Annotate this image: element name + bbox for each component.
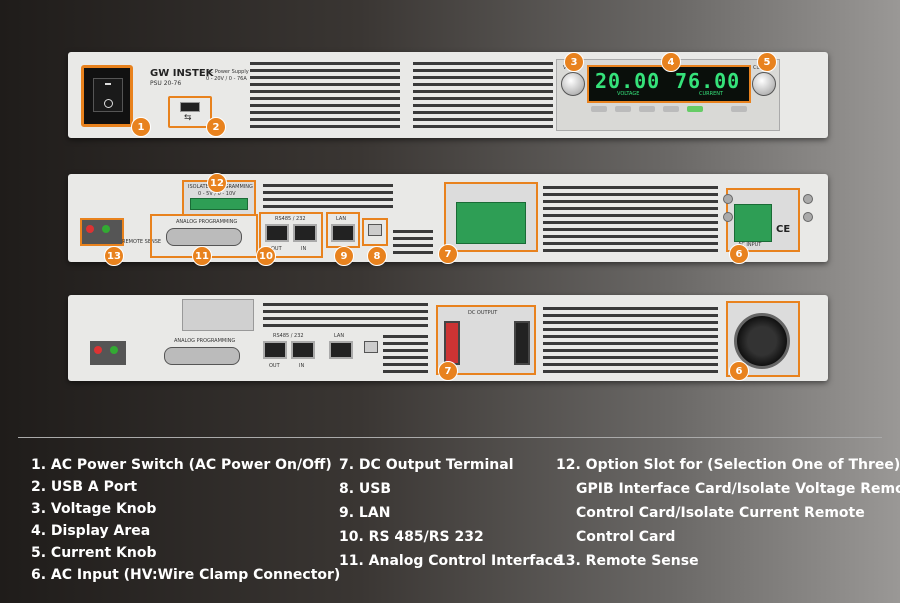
rear2-analog[interactable]: ANALOG PROGRAMMING xyxy=(150,335,254,373)
front-panel: GW INSTEK PSU 20-76 DC Power Supply 0 - … xyxy=(68,52,828,138)
voltage-knob[interactable] xyxy=(561,72,585,96)
rear1-vent-c xyxy=(543,182,718,252)
legend-2: 2. USB A Port xyxy=(31,479,138,495)
rs485-ports[interactable]: RS485 / 232 OUT IN xyxy=(259,212,323,258)
rear2-dc-output[interactable]: DC OUTPUT xyxy=(436,305,536,375)
rear2-ac-input[interactable] xyxy=(726,301,800,377)
btn-lock[interactable] xyxy=(591,106,607,112)
legend-12: 12. Option Slot for (Selection One of Th… xyxy=(556,457,900,473)
legend-divider xyxy=(18,437,882,438)
rear2-vent-a xyxy=(263,303,428,327)
rating-label: 0 - 20V / 0 - 76A xyxy=(206,76,247,82)
rear2-vent-c xyxy=(543,303,718,373)
badge-11: 11 xyxy=(192,246,212,266)
btn-output[interactable] xyxy=(731,106,747,112)
rear2-vent-b xyxy=(383,335,428,373)
front-vent-left xyxy=(250,62,400,128)
model-label: PSU 20-76 xyxy=(150,80,182,87)
badge-7b: 7 xyxy=(438,361,458,381)
badge-12: 12 xyxy=(207,173,227,193)
rear2-usb[interactable] xyxy=(364,341,378,353)
legend-10: 10. RS 485/RS 232 xyxy=(339,529,484,545)
rear2-in-label: IN xyxy=(299,363,305,369)
rear-usb-port[interactable] xyxy=(362,218,388,246)
rear2-rs485[interactable]: RS485 / 232 OUT IN xyxy=(259,331,319,371)
ac-input[interactable]: AC INPUT CE xyxy=(726,188,800,252)
current-label: CURRENT xyxy=(699,91,724,97)
badge-4: 4 xyxy=(661,52,681,72)
legend-12-line3: Control Card/Isolate Current Remote xyxy=(576,505,865,521)
btn-test[interactable] xyxy=(663,106,679,112)
badge-3: 3 xyxy=(564,52,584,72)
badge-8: 8 xyxy=(367,246,387,266)
rear2-lan[interactable]: LAN xyxy=(326,331,356,363)
rear2-rs-label: RS485 / 232 xyxy=(273,333,304,339)
legend-3: 3. Voltage Knob xyxy=(31,501,157,517)
btn-prot[interactable] xyxy=(615,106,631,112)
button-row xyxy=(587,104,767,116)
legend-13: 13. Remote Sense xyxy=(556,553,699,569)
legend-5: 5. Current Knob xyxy=(31,545,157,561)
legend-8: 8. USB xyxy=(339,481,392,497)
current-knob[interactable] xyxy=(752,72,776,96)
legend-12-line2: GPIB Interface Card/Isolate Voltage Remo… xyxy=(576,481,900,497)
current-display: 76.00 xyxy=(675,69,741,93)
lan-port[interactable]: LAN xyxy=(326,212,360,248)
ac-input-label: AC INPUT xyxy=(738,242,762,248)
dc-output-label: DC OUTPUT xyxy=(468,310,498,316)
badge-9: 9 xyxy=(334,246,354,266)
badge-1: 1 xyxy=(131,117,151,137)
badge-5: 5 xyxy=(757,52,777,72)
badge-2: 2 xyxy=(206,117,226,137)
legend-6: 6. AC Input (HV:Wire Clamp Connector) xyxy=(31,567,341,583)
out-label: OUT xyxy=(271,246,282,252)
legend-9: 9. LAN xyxy=(339,505,391,521)
rear2-out-label: OUT xyxy=(269,363,280,369)
analog-label: ANALOG PROGRAMMING xyxy=(176,219,238,225)
front-usb-port[interactable]: ⇆ xyxy=(168,96,212,128)
badge-13: 13 xyxy=(104,246,124,266)
btn-function[interactable] xyxy=(639,106,655,112)
subtitle-label: DC Power Supply xyxy=(206,69,249,75)
isolated-terminal[interactable] xyxy=(190,198,248,210)
legend-4: 4. Display Area xyxy=(31,523,151,539)
voltage-display: 20.00 xyxy=(595,69,661,93)
badge-10: 10 xyxy=(256,246,276,266)
rear2-lan-label: LAN xyxy=(334,333,345,339)
ac-power-switch[interactable] xyxy=(81,65,133,127)
rear1-vent-a xyxy=(263,182,393,208)
badge-6b: 6 xyxy=(729,361,749,381)
brand-logo: GW INSTEK xyxy=(150,68,214,79)
front-vent-right xyxy=(413,62,553,128)
voltage-label: VOLTAGE xyxy=(617,91,640,97)
isolated-range: 0 - 5V / 0 - 10V xyxy=(198,191,236,197)
legend-12-line4: Control Card xyxy=(576,529,676,545)
dc-output-terminal[interactable] xyxy=(444,182,538,252)
badge-6a: 6 xyxy=(729,244,749,264)
rear1-vent-b xyxy=(393,230,433,254)
rear2-sense-terminal[interactable] xyxy=(90,341,126,365)
legend-1: 1. AC Power Switch (AC Power On/Off) xyxy=(31,457,332,473)
remote-sense-label: REMOTE SENSE xyxy=(122,239,162,245)
rs-label: RS485 / 232 xyxy=(275,216,306,222)
rear2-analog-label: ANALOG PROGRAMMING xyxy=(174,338,236,344)
remote-sense-terminal[interactable] xyxy=(80,218,124,246)
legend-7: 7. DC Output Terminal xyxy=(339,457,514,473)
badge-7a: 7 xyxy=(438,244,458,264)
lan-label: LAN xyxy=(336,216,347,222)
ce-mark: CE xyxy=(776,224,791,235)
usb-icon: ⇆ xyxy=(184,113,192,123)
legend-11: 11. Analog Control Interface xyxy=(339,553,563,569)
btn-set[interactable] xyxy=(687,106,703,112)
in-label: IN xyxy=(301,246,307,252)
